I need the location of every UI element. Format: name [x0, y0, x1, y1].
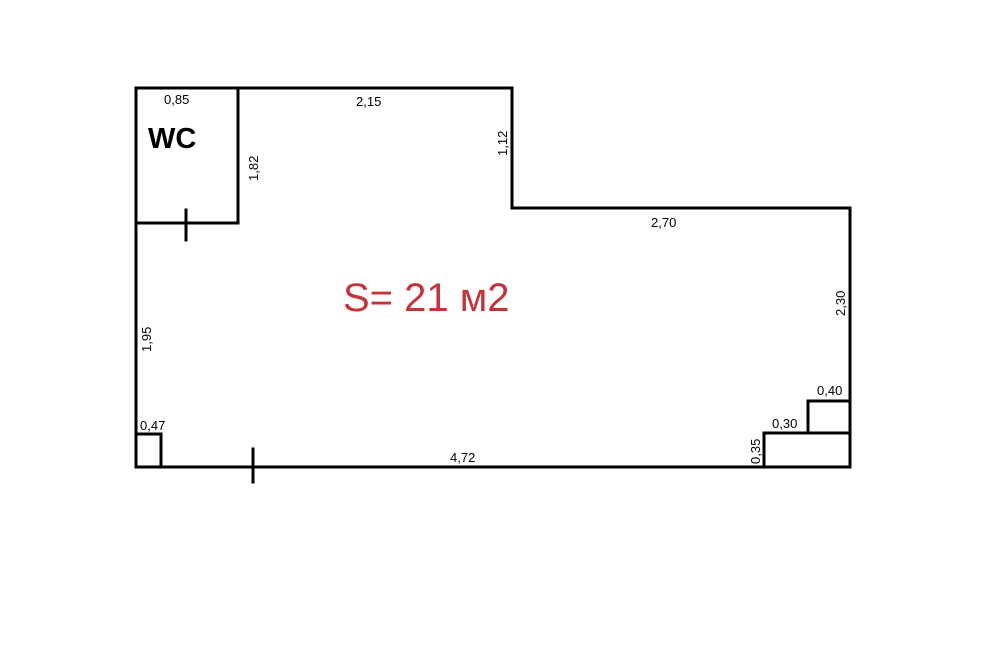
dim-bottom-wall: 4,72 — [450, 450, 475, 465]
wc-label: WC — [148, 123, 196, 155]
dim-middle-wall: 2,70 — [651, 215, 676, 230]
wc-room-wall — [134, 86, 240, 225]
dim-notch-upper: 0,40 — [817, 383, 842, 398]
dim-wc-width: 0,85 — [164, 92, 189, 107]
dim-wc-depth: 1,82 — [246, 156, 261, 181]
notch-upper — [806, 399, 852, 435]
area-label: S= 21 м2 — [343, 276, 510, 320]
dim-top-step: 1,12 — [495, 131, 510, 156]
dim-left-wall: 1,95 — [139, 327, 154, 352]
dim-notch-height: 0,35 — [748, 439, 763, 464]
corner-column — [134, 432, 163, 469]
dim-corner-left: 0,47 — [140, 418, 165, 433]
dim-top-wall: 2,15 — [356, 94, 381, 109]
notch-lower — [762, 431, 852, 469]
dim-right-wall: 2,30 — [833, 291, 848, 316]
dim-notch-lower: 0,30 — [772, 416, 797, 431]
